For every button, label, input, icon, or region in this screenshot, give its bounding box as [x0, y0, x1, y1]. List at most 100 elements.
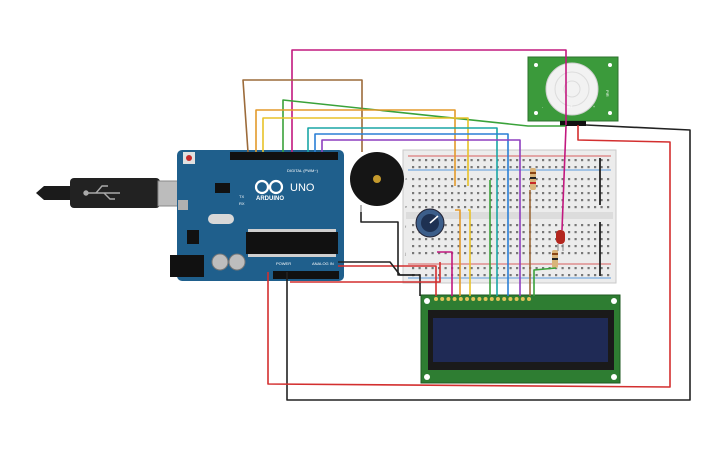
breadboard-hole	[425, 274, 428, 277]
breadboard-hole	[509, 199, 512, 202]
breadboard-hole	[561, 192, 564, 195]
lcd-pin	[465, 297, 469, 301]
breadboard-hole	[542, 238, 545, 241]
arduino-logo-icon	[254, 179, 284, 195]
breadboard-hole	[470, 274, 473, 277]
lcd-pin	[452, 297, 457, 301]
breadboard-hole	[555, 185, 558, 188]
breadboard-hole	[516, 267, 519, 270]
breadboard-hole	[568, 159, 571, 162]
breadboard-hole	[607, 166, 610, 169]
breadboard-hole	[412, 178, 415, 181]
breadboard-hole	[490, 159, 493, 162]
breadboard-hole	[542, 166, 545, 169]
breadboard-hole	[503, 245, 506, 248]
breadboard-hole	[470, 245, 473, 248]
wire-breadboard-red	[290, 262, 441, 283]
arduino-board[interactable]: ARDUINO UNO DIGITAL (PWM~) POWER ANALOG …	[170, 150, 344, 281]
breadboard-hole	[470, 224, 473, 227]
lcd-pin	[489, 297, 494, 301]
breadboard-hole	[464, 224, 467, 227]
lcd-pin	[502, 297, 507, 301]
breadboard-hole	[418, 238, 421, 241]
pir-pin-label: OUT	[565, 105, 573, 109]
breadboard-hole	[483, 206, 486, 209]
breadboard-hole	[412, 267, 415, 270]
breadboard-hole	[600, 224, 603, 227]
breadboard-hole	[464, 192, 467, 195]
breadboard-hole	[581, 178, 584, 181]
breadboard-hole	[535, 252, 538, 255]
breadboard-hole	[464, 199, 467, 202]
wire-teal	[307, 127, 498, 296]
breadboard-hole	[444, 231, 447, 234]
breadboard-hole	[438, 245, 441, 248]
pir-pin-label: -	[542, 105, 544, 109]
wire-orange	[255, 109, 456, 186]
breadboard-hole	[438, 252, 441, 255]
breadboard-hole	[464, 274, 467, 277]
breadboard-hole	[457, 267, 460, 270]
breadboard-hole	[607, 267, 610, 270]
breadboard-hole	[542, 252, 545, 255]
breadboard-hole	[568, 224, 571, 227]
breadboard-hole	[451, 159, 454, 162]
breadboard-hole	[444, 245, 447, 248]
breadboard-hole	[457, 274, 460, 277]
breadboard-hole	[574, 199, 577, 202]
breadboard-hole	[574, 267, 577, 270]
lcd-pin	[434, 297, 438, 301]
breadboard-hole	[555, 199, 558, 202]
digital-pins-label: DIGITAL (PWM~)	[287, 168, 319, 173]
breadboard-hole	[444, 206, 447, 209]
breadboard-hole	[503, 185, 506, 188]
breadboard-hole	[548, 199, 551, 202]
breadboard-hole	[503, 231, 506, 234]
breadboard-row-letters: a e f j	[404, 176, 408, 256]
piezo-buzzer[interactable]	[350, 152, 404, 212]
usb-chip	[215, 183, 230, 193]
breadboard-hole	[587, 252, 590, 255]
breadboard-hole	[568, 192, 571, 195]
breadboard-hole	[457, 199, 460, 202]
breadboard-hole	[490, 192, 493, 195]
breadboard-hole	[587, 245, 590, 248]
breadboard-hole	[438, 185, 441, 188]
breadboard-hole	[522, 231, 525, 234]
breadboard-hole	[568, 178, 571, 181]
digital-header	[230, 152, 338, 160]
breadboard-hole	[587, 178, 590, 181]
breadboard-hole	[418, 166, 421, 169]
breadboard-hole	[438, 267, 441, 270]
breadboard-hole	[516, 245, 519, 248]
usb-port	[178, 200, 188, 210]
wire-pir-green	[282, 99, 566, 152]
potentiometer[interactable]	[415, 208, 445, 238]
breadboard-hole	[516, 274, 519, 277]
resistor[interactable]	[552, 250, 558, 268]
breadboard-hole	[581, 252, 584, 255]
breadboard-hole	[425, 238, 428, 241]
breadboard-hole	[418, 267, 421, 270]
breadboard-hole	[542, 159, 545, 162]
breadboard-hole	[535, 159, 538, 162]
breadboard-hole	[418, 159, 421, 162]
breadboard-hole	[522, 166, 525, 169]
breadboard-hole	[535, 185, 538, 188]
breadboard-hole	[535, 199, 538, 202]
breadboard-hole	[522, 224, 525, 227]
breadboard-hole	[431, 178, 434, 181]
breadboard-hole	[600, 206, 603, 209]
breadboard-hole	[542, 245, 545, 248]
pir-sensor[interactable]: PIR - OUT +	[527, 56, 619, 126]
breadboard-hole	[483, 274, 486, 277]
red-led[interactable]	[556, 230, 565, 251]
breadboard-hole	[470, 206, 473, 209]
breadboard-hole	[548, 274, 551, 277]
breadboard-hole	[548, 185, 551, 188]
breadboard-hole	[418, 245, 421, 248]
breadboard-hole	[477, 206, 480, 209]
lcd-display[interactable]	[420, 294, 621, 384]
breadboard-hole	[464, 159, 467, 162]
resistor[interactable]	[530, 168, 536, 190]
